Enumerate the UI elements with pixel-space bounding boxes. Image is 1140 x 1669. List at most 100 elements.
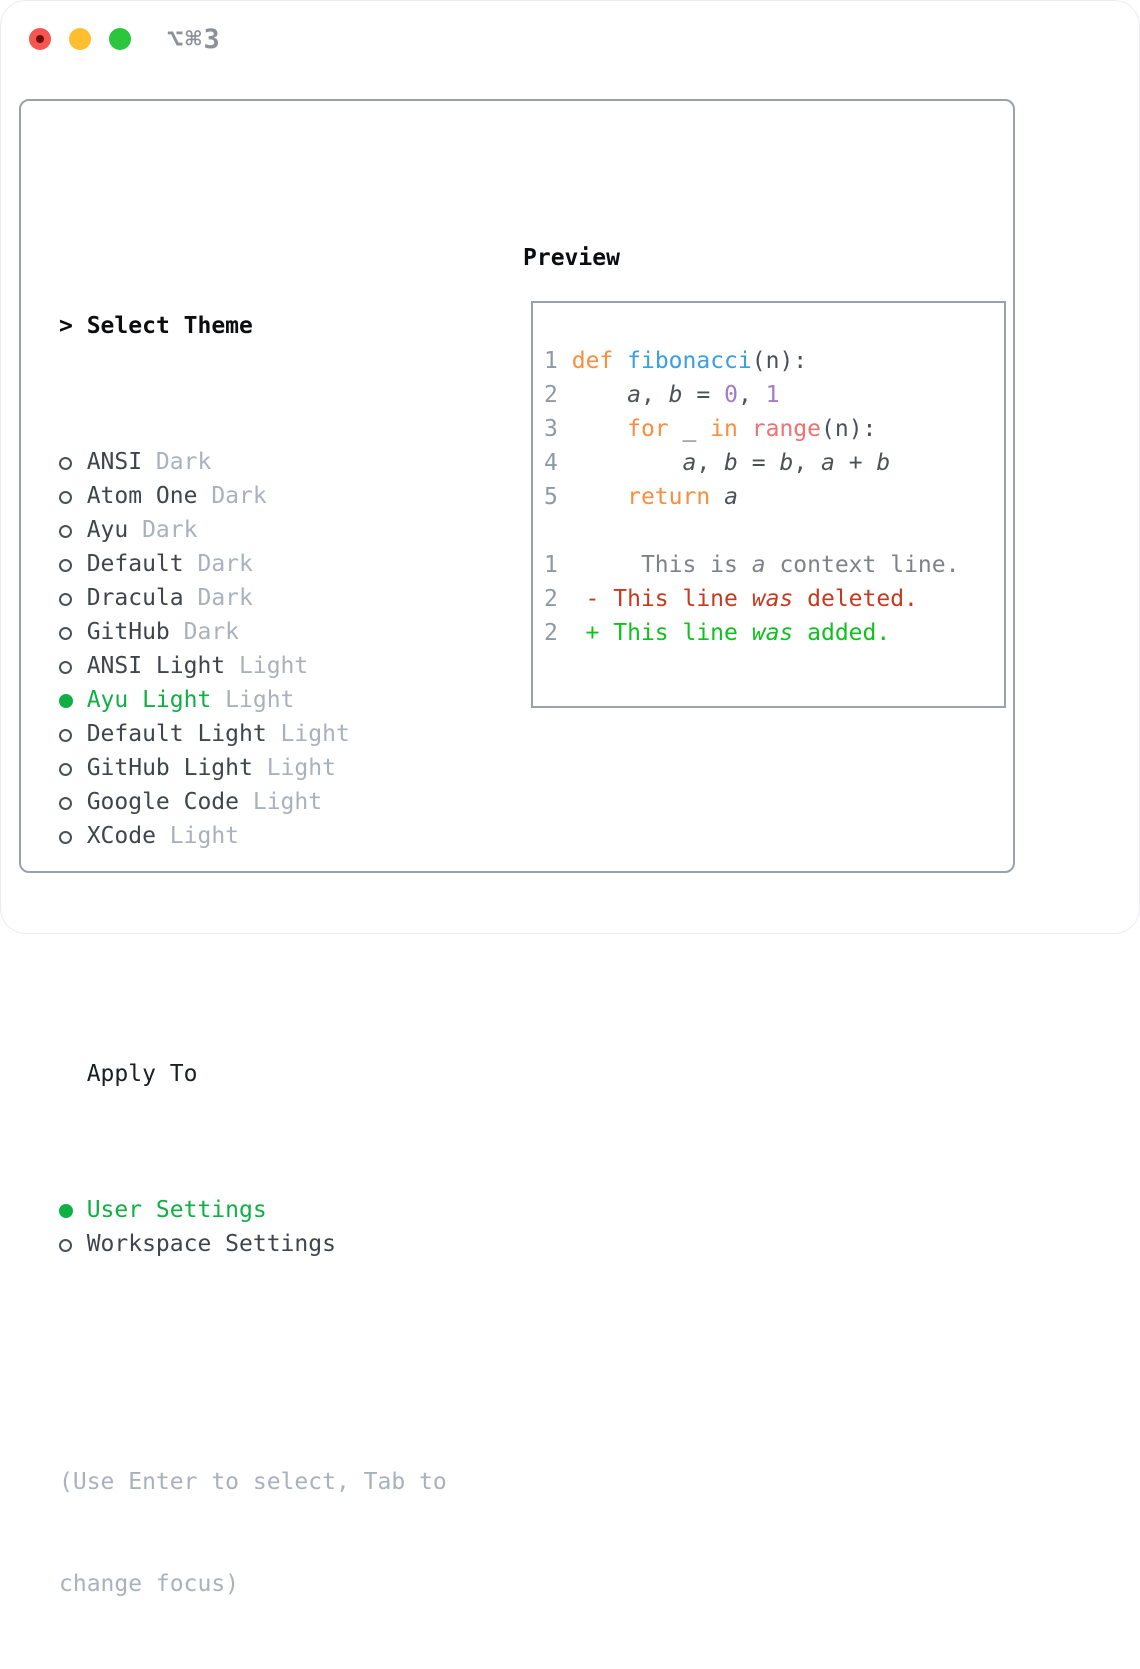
preview-line: 2 + This line was added. <box>544 616 959 650</box>
theme-variant-label: Light <box>266 721 350 747</box>
line-number: 2 <box>544 586 558 612</box>
spacer-row <box>59 1363 447 1397</box>
code-token <box>558 416 627 442</box>
radio-dot <box>59 729 72 742</box>
radio-dot <box>59 593 72 606</box>
code-token: 0 <box>724 382 738 408</box>
radio-icon <box>59 717 87 751</box>
line-number: 2 <box>544 382 558 408</box>
code-token: deleted. <box>793 586 918 612</box>
line-number: 3 <box>544 416 558 442</box>
code-token: This is <box>557 552 752 578</box>
close-button-dot-icon <box>36 35 44 43</box>
option-label: Atom One <box>86 483 198 509</box>
radio-icon <box>59 513 87 547</box>
code-token: a <box>682 450 697 476</box>
radio-icon <box>59 751 87 785</box>
option-label: ANSI Light <box>86 653 226 679</box>
radio-dot <box>59 491 72 504</box>
preview-line: 1 def fibonacci(n): <box>544 344 959 378</box>
theme-variant-label: Dark <box>142 449 212 475</box>
theme-option-github[interactable]: GitHub Dark <box>59 615 447 649</box>
code-token: was <box>751 586 794 612</box>
radio-dot <box>59 763 72 776</box>
radio-dot <box>59 661 72 674</box>
theme-variant-label: Light <box>225 653 309 679</box>
code-token: range <box>751 416 822 442</box>
code-token: context line. <box>765 552 960 578</box>
radio-dot <box>59 1239 72 1252</box>
radio-dot <box>59 1204 73 1218</box>
theme-option-ansi[interactable]: ANSI Dark <box>59 445 447 479</box>
option-label: Default Light <box>86 721 267 747</box>
preview-line: 3 for _ in range(n): <box>544 412 959 446</box>
option-label: ANSI <box>86 449 143 475</box>
theme-variant-label: Light <box>239 789 323 815</box>
code-token: a <box>627 382 641 408</box>
code-token: return <box>627 484 711 510</box>
theme-option-atom-one[interactable]: Atom One Dark <box>59 479 447 513</box>
theme-variant-label: Dark <box>183 551 253 577</box>
code-token: a <box>751 552 766 578</box>
radio-dot <box>59 457 72 470</box>
code-token: , <box>696 450 725 476</box>
code-token <box>710 484 724 510</box>
radio-icon <box>59 615 87 649</box>
theme-option-ayu[interactable]: Ayu Dark <box>59 513 447 547</box>
code-token: b <box>668 382 683 408</box>
code-token: , <box>737 382 766 408</box>
code-token <box>738 416 752 442</box>
theme-option-ansi-light[interactable]: ANSI Light Light <box>59 649 447 683</box>
theme-option-google-code[interactable]: Google Code Light <box>59 785 447 819</box>
zoom-button[interactable] <box>109 28 131 50</box>
option-label: XCode <box>86 823 156 849</box>
option-label: Ayu <box>86 517 129 543</box>
window-shortcut-label: ⌥⌘3 <box>167 24 222 55</box>
theme-option-xcode[interactable]: XCode Light <box>59 819 447 853</box>
preview-title: Preview <box>523 245 620 271</box>
radio-icon <box>59 445 87 479</box>
theme-variant-label: Light <box>155 823 240 849</box>
keyboard-hint-line-1: (Use Enter to select, Tab to <box>59 1469 447 1495</box>
apply-to-title: Apply To <box>86 1061 198 1087</box>
apply-option-user-settings[interactable]: User Settings <box>59 1193 447 1227</box>
theme-variant-label: Dark <box>197 483 267 509</box>
theme-option-default[interactable]: Default Dark <box>59 547 447 581</box>
radio-selected-icon <box>59 683 87 717</box>
code-token: , <box>640 382 669 408</box>
code-token: _ <box>668 416 711 442</box>
code-token: fibonacci <box>627 348 752 374</box>
option-label: Google Code <box>86 789 240 815</box>
theme-variant-label: Light <box>211 687 295 713</box>
apply-option-workspace-settings[interactable]: Workspace Settings <box>59 1227 447 1261</box>
spacer-row <box>59 955 447 989</box>
window-titlebar: ⌥⌘3 <box>1 1 1139 77</box>
radio-icon <box>59 649 87 683</box>
code-token: + <box>834 450 877 476</box>
keyboard-hint-line-2: change focus) <box>59 1571 240 1597</box>
code-token: for <box>627 416 669 442</box>
code-token: (n): <box>821 416 877 442</box>
theme-option-dracula[interactable]: Dracula Dark <box>59 581 447 615</box>
radio-dot <box>59 694 73 708</box>
close-button[interactable] <box>29 28 51 50</box>
theme-option-github-light[interactable]: GitHub Light Light <box>59 751 447 785</box>
theme-option-default-light[interactable]: Default Light Light <box>59 717 447 751</box>
radio-dot <box>59 559 72 572</box>
code-token: in <box>710 416 738 442</box>
minimize-button[interactable] <box>69 28 91 50</box>
radio-icon <box>59 479 87 513</box>
code-token: def <box>571 348 614 374</box>
code-token <box>558 484 627 510</box>
line-number: 1 <box>544 552 558 578</box>
radio-selected-icon <box>59 1193 87 1227</box>
theme-option-ayu-light[interactable]: Ayu Light Light <box>59 683 447 717</box>
preview-line: 2 - This line was deleted. <box>544 582 959 616</box>
code-token: a <box>724 484 738 510</box>
theme-variant-label: Dark <box>183 585 253 611</box>
